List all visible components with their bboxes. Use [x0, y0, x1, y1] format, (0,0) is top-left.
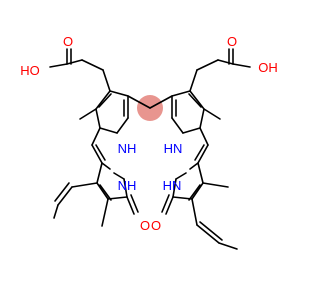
carboxyl-right-OH-label: OH	[258, 60, 278, 75]
carboxyl-right-O-label: O	[227, 34, 237, 49]
carbonyl-left-O-label: O	[140, 218, 150, 233]
structure-diagram: O HO O OH NH HN NH HN O O	[20, 34, 278, 250]
bond-lines	[49, 48, 251, 250]
nh-lower-left-label: NH	[118, 178, 137, 193]
nh-lower-right-label: HN	[163, 178, 182, 193]
carboxyl-left-O-label: O	[63, 34, 73, 49]
carboxyl-left-OH-label: HO	[20, 63, 40, 78]
molecule-canvas: O HO O OH NH HN NH HN O O	[20, 34, 278, 250]
carbonyl-right-O-label: O	[151, 218, 161, 233]
nh-upper-right-label: HN	[164, 141, 183, 156]
nh-upper-left-label: NH	[118, 141, 137, 156]
